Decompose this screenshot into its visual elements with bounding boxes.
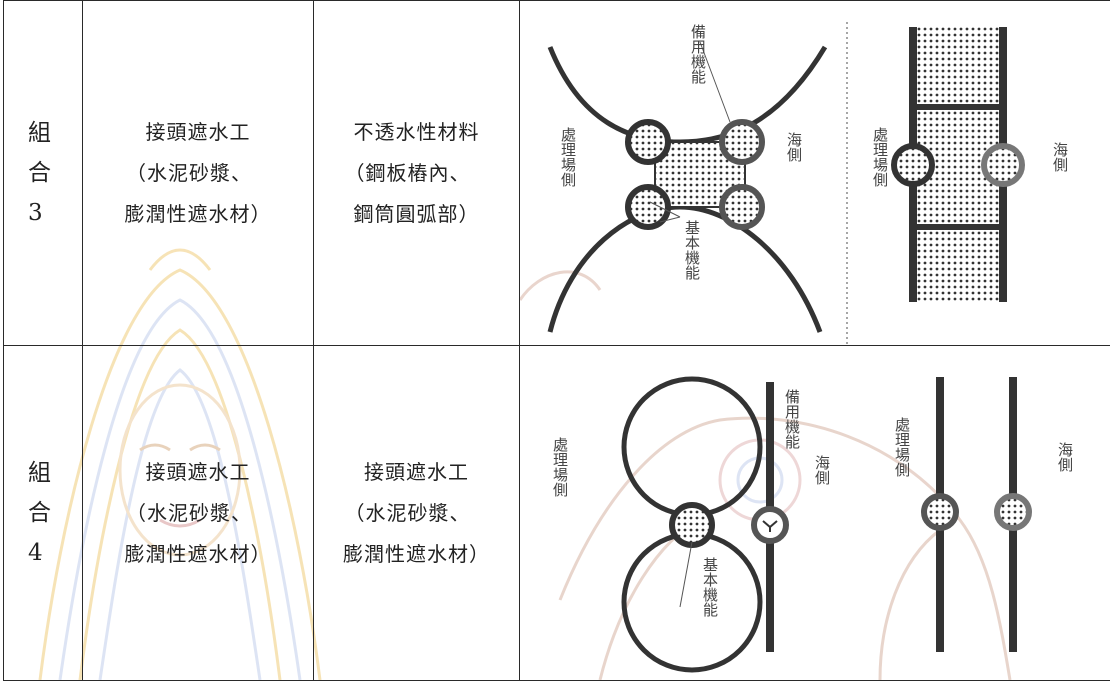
cell-text-line: （水泥砂漿、 — [65, 493, 313, 534]
plant-side-label: 處理場側 — [893, 417, 911, 477]
sea-side-label: 海側 — [813, 455, 831, 485]
upper-steel-cylinder — [624, 379, 760, 515]
cell-text-line: 鋼筒圓弧部） — [314, 194, 519, 235]
joint-circle — [997, 496, 1029, 528]
material-cell: 不透水性材料 （鋼板樁內、 鋼筒圓弧部） — [314, 1, 520, 346]
cell-text-line: 膨潤性遮水材） — [83, 194, 313, 235]
joint-circle — [924, 496, 956, 528]
material-cell: 接頭遮水工 （水泥砂漿、 膨潤性遮水材） — [314, 346, 520, 681]
leader-line — [680, 542, 692, 607]
cell-text-line: 接頭遮水工 — [83, 452, 313, 493]
joint-circle — [984, 146, 1022, 184]
joint-circle — [722, 187, 762, 227]
sea-side-label: 海側 — [785, 132, 803, 162]
joint-method-cell: 接頭遮水工 （水泥砂漿、 膨潤性遮水材） — [83, 346, 314, 681]
plant-side-label: 處理場側 — [559, 127, 577, 187]
plant-side-label: 處理場側 — [551, 437, 569, 497]
cell-text-line: （鋼板樁內、 — [296, 153, 519, 194]
upper-arc — [550, 47, 825, 142]
combination-4-diagram: 基本機能 處理場側 備用機能 海側 處理場側 海側 — [520, 347, 1110, 680]
basic-function-label: 基本機能 — [701, 557, 719, 618]
joint-circle — [894, 146, 932, 184]
lower-steel-cylinder — [624, 534, 760, 670]
group-label-char: 組 — [28, 453, 82, 493]
sea-side-label: 海側 — [1056, 442, 1074, 472]
diagram-cell: 基本機能 處理場側 備用機能 海側 處理場側 海側 — [520, 346, 1110, 681]
cell-text-line: 接頭遮水工 — [314, 452, 519, 493]
group-label-char: 4 — [28, 533, 82, 573]
plant-side-label: 處理場側 — [871, 127, 889, 187]
cell-text-line: 接頭遮水工 — [83, 112, 313, 153]
cell-text-line: 不透水性材料 — [314, 112, 519, 153]
table-row: 組 合 4 接頭遮水工 （水泥砂漿、 膨潤性遮水材） 接頭遮水工 （水泥砂漿、 … — [4, 346, 1110, 681]
cell-text-line: （水泥砂漿、 — [296, 493, 519, 534]
cell-text-line: （水泥砂漿、 — [65, 153, 313, 194]
cell-text-line: 膨潤性遮水材） — [83, 534, 313, 575]
cell-text-line: 膨潤性遮水材） — [314, 534, 519, 575]
comparison-table: 組 合 3 接頭遮水工 （水泥砂漿、 膨潤性遮水材） 不透水性材料 （鋼板樁內、… — [3, 0, 1110, 681]
joint-circle — [672, 505, 712, 545]
joint-method-cell: 接頭遮水工 （水泥砂漿、 膨潤性遮水材） — [83, 1, 314, 346]
sea-side-label: 海側 — [1051, 142, 1069, 172]
table-row: 組 合 3 接頭遮水工 （水泥砂漿、 膨潤性遮水材） 不透水性材料 （鋼板樁內、… — [4, 1, 1110, 346]
joint-circle — [754, 509, 786, 541]
reserve-function-label: 備用機能 — [783, 389, 801, 450]
reserve-function-label: 備用機能 — [689, 24, 707, 85]
group-label-char: 3 — [28, 193, 82, 233]
combination-3-diagram: 備用機能 基本機能 處理場側 海側 處理場側 海側 — [520, 2, 1110, 345]
diagram-cell: 備用機能 基本機能 處理場側 海側 處理場側 海側 — [520, 1, 1110, 346]
group-label-char: 組 — [28, 113, 82, 153]
joint-circle — [628, 122, 668, 162]
joint-circle — [722, 122, 762, 162]
basic-function-label: 基本機能 — [683, 220, 701, 281]
